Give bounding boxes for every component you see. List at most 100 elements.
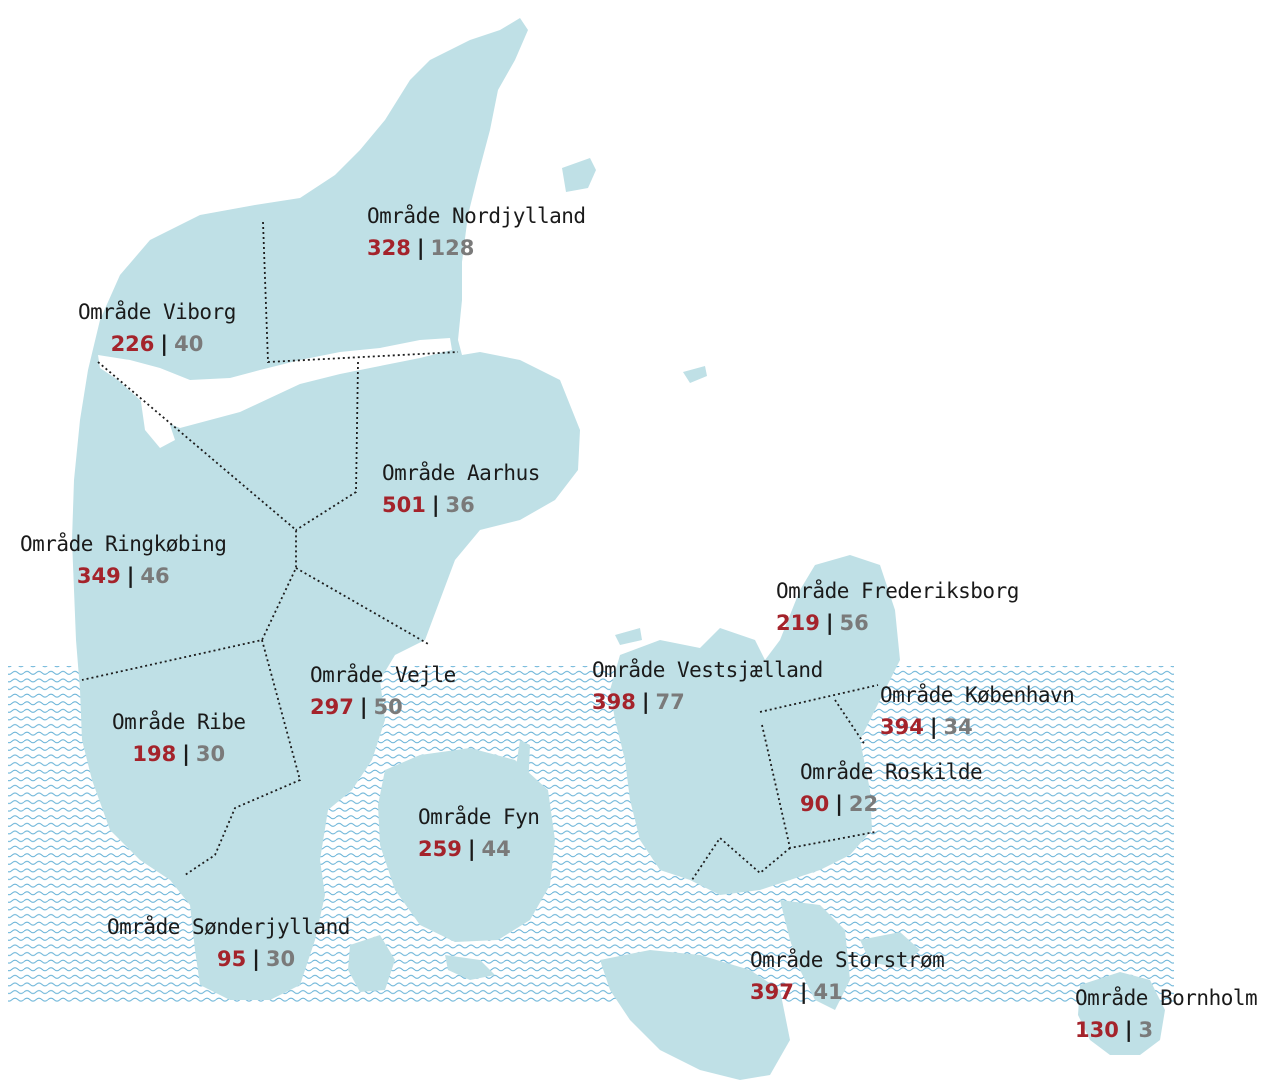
value-separator: | [416,236,425,260]
region-values: 398|77 [592,686,823,718]
region-values: 130|3 [1075,1014,1257,1046]
region-values: 349|46 [20,560,226,592]
region-name: Område Nordjylland [367,204,586,228]
region-kobenhavn: Område København 394|34 [880,679,1075,743]
primary-value: 198 [132,742,177,766]
land-langeland [514,740,530,810]
land-sejero [615,628,642,645]
limfjord [98,338,452,428]
value-separator: | [182,742,190,766]
primary-value: 501 [382,493,426,517]
region-name: Område Roskilde [800,760,983,784]
value-separator: | [1124,1018,1133,1042]
region-name: Område Viborg [78,300,236,324]
region-name: Område Storstrøm [750,948,945,972]
land-fyn [378,748,555,942]
region-roskilde: Område Roskilde 90|22 [800,756,983,820]
value-separator: | [252,947,260,971]
region-frederiksborg: Område Frederiksborg 219|56 [776,575,1019,639]
primary-value: 259 [418,837,462,861]
land-aero [445,955,495,980]
region-values: 219|56 [776,607,1019,639]
value-separator: | [126,564,135,588]
region-values: 198|30 [112,738,246,770]
secondary-value: 40 [174,332,204,356]
primary-value: 397 [750,980,794,1004]
secondary-value: 46 [140,564,170,588]
region-viborg: Område Viborg 226|40 [78,296,236,360]
primary-value: 398 [592,690,636,714]
land-jutland [72,18,580,1000]
primary-value: 226 [110,332,155,356]
region-name: Område København [880,683,1075,707]
land-sjaelland [610,555,900,895]
region-storstrom: Område Storstrøm 397|41 [750,944,945,1008]
secondary-value: 30 [195,742,226,766]
region-values: 501|36 [382,489,540,521]
secondary-value: 128 [430,236,475,260]
region-name: Område Sønderjylland [107,915,350,939]
primary-value: 219 [776,611,820,635]
land-als [348,935,395,992]
land-laeso [562,158,596,192]
land-bornholm [1078,972,1165,1055]
value-separator: | [467,837,476,861]
primary-value: 328 [367,236,411,260]
secondary-value: 44 [481,837,511,861]
land-anholt [683,366,707,383]
region-values: 328|128 [367,232,586,264]
secondary-value: 77 [655,690,685,714]
region-name: Område Ribe [112,710,246,734]
primary-value: 130 [1075,1018,1119,1042]
land-falster [780,900,850,1010]
primary-value: 349 [76,564,121,588]
region-values: 394|34 [880,711,1074,743]
value-separator: | [825,611,834,635]
land-mon [860,932,920,968]
region-values: 297|50 [310,691,456,723]
value-separator: | [431,493,440,517]
secondary-value: 56 [839,611,869,635]
secondary-value: 41 [813,980,843,1004]
secondary-value: 30 [265,947,296,971]
region-bornholm: Område Bornholm 130|3 [1075,982,1258,1046]
region-fyn: Område Fyn 259|44 [418,801,540,865]
region-ringkobing: Område Ringkøbing 349|46 [20,528,227,592]
region-name: Område Frederiksborg [776,579,1019,603]
secondary-value: 50 [373,695,403,719]
primary-value: 90 [800,792,830,816]
value-separator: | [929,715,938,739]
primary-value: 394 [880,715,924,739]
value-separator: | [641,690,650,714]
secondary-value: 3 [1138,1018,1154,1042]
region-values: 95|30 [107,943,350,975]
secondary-value: 36 [445,493,475,517]
primary-value: 297 [310,695,354,719]
value-separator: | [835,792,843,816]
secondary-value: 34 [943,715,973,739]
region-values: 397|41 [750,976,944,1008]
region-values: 259|44 [418,833,539,865]
region-name: Område Vestsjælland [592,658,823,682]
land-lolland [600,950,790,1080]
limfjord-branch [140,395,175,448]
value-separator: | [359,695,368,719]
region-name: Område Vejle [310,663,456,687]
region-values: 226|40 [78,328,236,360]
primary-value: 95 [217,947,247,971]
region-borders [81,221,879,881]
region-ribe: Område Ribe 198|30 [112,706,246,770]
region-vejle: Område Vejle 297|50 [310,659,456,723]
secondary-value: 22 [848,792,879,816]
region-name: Område Fyn [418,805,540,829]
region-sonderjylland: Område Sønderjylland 95|30 [107,911,350,975]
region-name: Område Ringkøbing [20,532,227,556]
region-vestsjaelland: Område Vestsjælland 398|77 [592,654,823,718]
region-name: Område Bornholm [1075,986,1258,1010]
region-name: Område Aarhus [382,461,540,485]
value-separator: | [160,332,169,356]
region-values: 90|22 [800,788,982,820]
value-separator: | [799,980,808,1004]
